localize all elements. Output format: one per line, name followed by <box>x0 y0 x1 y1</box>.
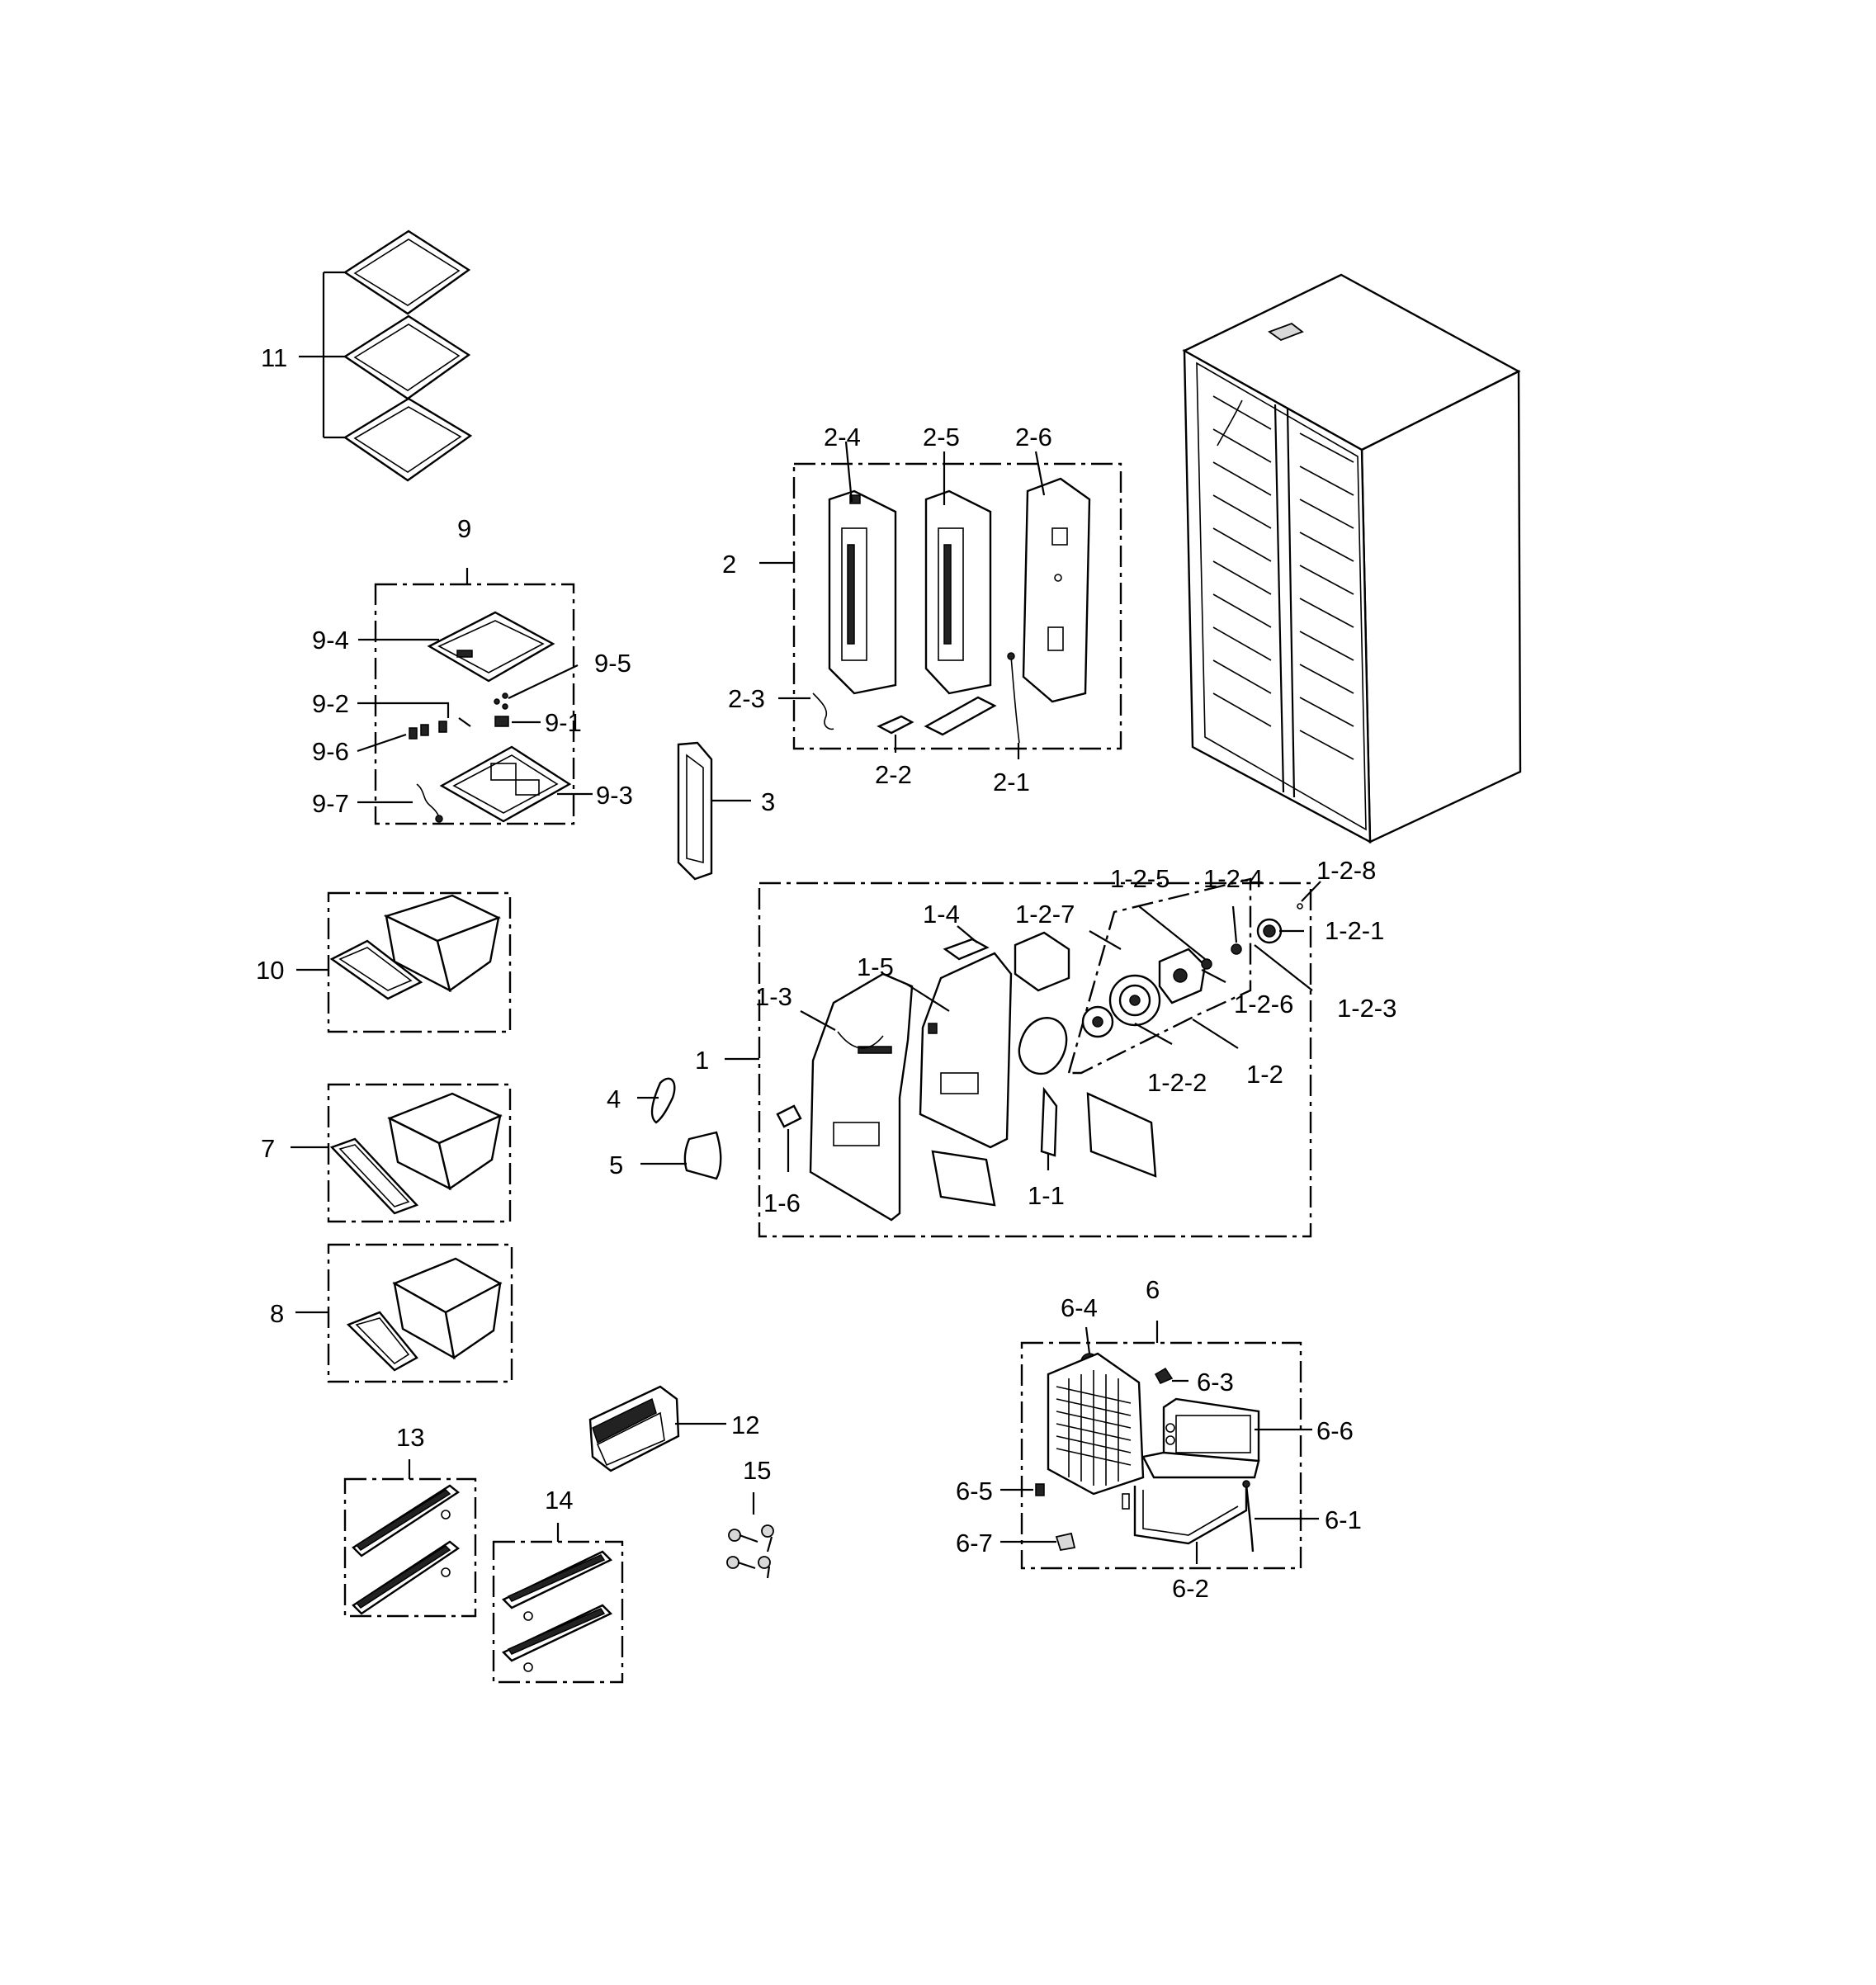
part-1-6-drawing <box>776 1104 802 1128</box>
label-1-2-3: 1-2-3 <box>1337 994 1396 1023</box>
label-3: 3 <box>761 787 775 816</box>
shelf-2-drawing <box>343 314 471 400</box>
label-9-2: 9-2 <box>312 689 349 718</box>
label-1-2: 1-2 <box>1246 1060 1283 1089</box>
part-2-6-drawing <box>1022 477 1091 703</box>
label-6-3: 6-3 <box>1197 1368 1234 1397</box>
label-6: 6 <box>1146 1275 1160 1304</box>
part-1-2-8-drawing <box>1297 903 1303 910</box>
part-1-2-subassembly-box <box>1067 877 1252 1075</box>
part-9-assembly: 9 9-4 9-5 9-1 9-2 9-6 9-3 9-7 <box>312 514 633 825</box>
label-7: 7 <box>261 1134 275 1163</box>
part-1-2-1-drawing <box>1256 918 1283 944</box>
label-9-3: 9-3 <box>596 781 633 810</box>
part-2-2-drawing <box>877 715 914 735</box>
label-1-2-1: 1-2-1 <box>1325 916 1384 945</box>
part-1-2-cover-drawing <box>1086 1092 1157 1178</box>
part-2-assembly: 2 2-4 2-5 2-6 2-3 2-2 <box>722 423 1122 796</box>
label-6-6: 6-6 <box>1316 1416 1354 1445</box>
label-13: 13 <box>396 1423 424 1452</box>
label-11: 11 <box>261 343 287 372</box>
label-10: 10 <box>256 956 284 985</box>
label-1-2-2: 1-2-2 <box>1147 1068 1207 1097</box>
part-9-4-drawing <box>427 611 555 683</box>
evaporator-coil-drawing <box>1047 1352 1145 1496</box>
part-11-shelves: 11 <box>261 229 473 482</box>
label-1-2-4: 1-2-4 <box>1203 864 1263 893</box>
label-2-2: 2-2 <box>875 760 912 789</box>
label-9-4: 9-4 <box>312 626 349 655</box>
label-1-2-5: 1-2-5 <box>1110 864 1170 893</box>
part-2-4-drawing <box>828 489 897 695</box>
label-15: 15 <box>743 1456 771 1485</box>
label-2-3: 2-3 <box>728 684 765 713</box>
part-6-2-drawing <box>1133 1486 1248 1545</box>
part-5-funnel: 5 <box>609 1131 722 1180</box>
part-13-rails: 13 <box>343 1423 477 1618</box>
part-6-6-drawing <box>1141 1397 1260 1479</box>
label-12: 12 <box>731 1411 759 1439</box>
label-4: 4 <box>607 1085 621 1113</box>
part-1-1-drawing <box>931 1086 1058 1207</box>
label-5: 5 <box>609 1151 623 1179</box>
label-1-4: 1-4 <box>923 900 960 929</box>
drawer-10-front <box>329 939 423 1000</box>
part-2-5-drawing <box>924 489 992 695</box>
label-6-7: 6-7 <box>956 1529 993 1557</box>
label-2-4: 2-4 <box>824 423 861 451</box>
label-1-6: 1-6 <box>763 1189 801 1217</box>
label-1-2-8: 1-2-8 <box>1316 856 1376 885</box>
label-2-5: 2-5 <box>923 423 960 451</box>
label-9-5: 9-5 <box>594 649 631 678</box>
label-2: 2 <box>722 550 736 579</box>
label-9-7: 9-7 <box>312 789 349 818</box>
label-1-5: 1-5 <box>857 952 894 981</box>
part-3-strip: 3 <box>677 741 775 881</box>
label-9-6: 9-6 <box>312 737 349 766</box>
part-1-2-7-drawing <box>1014 931 1070 992</box>
label-8: 8 <box>270 1299 284 1328</box>
part-15-screws: 15 <box>726 1456 774 1579</box>
label-14: 14 <box>545 1486 573 1515</box>
part-1-5-drawing <box>919 952 1013 1149</box>
part-1-4-drawing <box>943 938 990 961</box>
part-6-5-drawing <box>1035 1483 1045 1496</box>
part-6-assembly: 6 6-4 6-3 6-6 6-5 6-2 6 <box>956 1275 1362 1603</box>
part-1-3-drawing <box>809 972 914 1222</box>
shelf-1-drawing <box>343 229 471 315</box>
label-6-2: 6-2 <box>1172 1574 1209 1603</box>
refrigerator-cabinet-drawing <box>1182 273 1522 844</box>
label-1-3: 1-3 <box>755 982 792 1011</box>
label-2-1: 2-1 <box>993 768 1030 796</box>
part-7-drawer: 7 <box>261 1083 512 1223</box>
part-1-2-5-drawing <box>1201 958 1212 970</box>
part-6-7-drawing <box>1055 1532 1076 1552</box>
part-6-3-drawing <box>1154 1367 1174 1384</box>
label-2-6: 2-6 <box>1015 423 1052 451</box>
label-1-2-6: 1-2-6 <box>1234 990 1293 1018</box>
part-1-assembly: 1 1-3 1-6 1-5 1-4 1-2-7 <box>695 856 1396 1238</box>
label-6-1: 6-1 <box>1325 1505 1362 1534</box>
part-6-1-drawing <box>1245 1483 1255 1553</box>
label-1-2-7: 1-2-7 <box>1015 900 1075 929</box>
label-6-4: 6-4 <box>1061 1293 1098 1322</box>
part-8-drawer: 8 <box>270 1243 513 1383</box>
shelf-3-drawing <box>343 397 473 482</box>
part-1-2-4-drawing <box>1231 943 1242 955</box>
label-6-5: 6-5 <box>956 1477 993 1505</box>
label-1: 1 <box>695 1046 709 1075</box>
cabinet-interior-lines <box>1212 395 1354 760</box>
part-9-3-drawing <box>439 745 572 823</box>
fan-motor-drawing <box>1081 948 1207 1038</box>
part-4-gasket: 4 <box>607 1077 676 1124</box>
part-12-module: 12 <box>588 1385 759 1472</box>
label-9: 9 <box>457 514 471 543</box>
part-14-rails: 14 <box>492 1486 624 1684</box>
label-9-1: 9-1 <box>545 708 582 737</box>
label-1-1: 1-1 <box>1028 1181 1065 1210</box>
part-10-drawer: 10 <box>256 891 512 1033</box>
